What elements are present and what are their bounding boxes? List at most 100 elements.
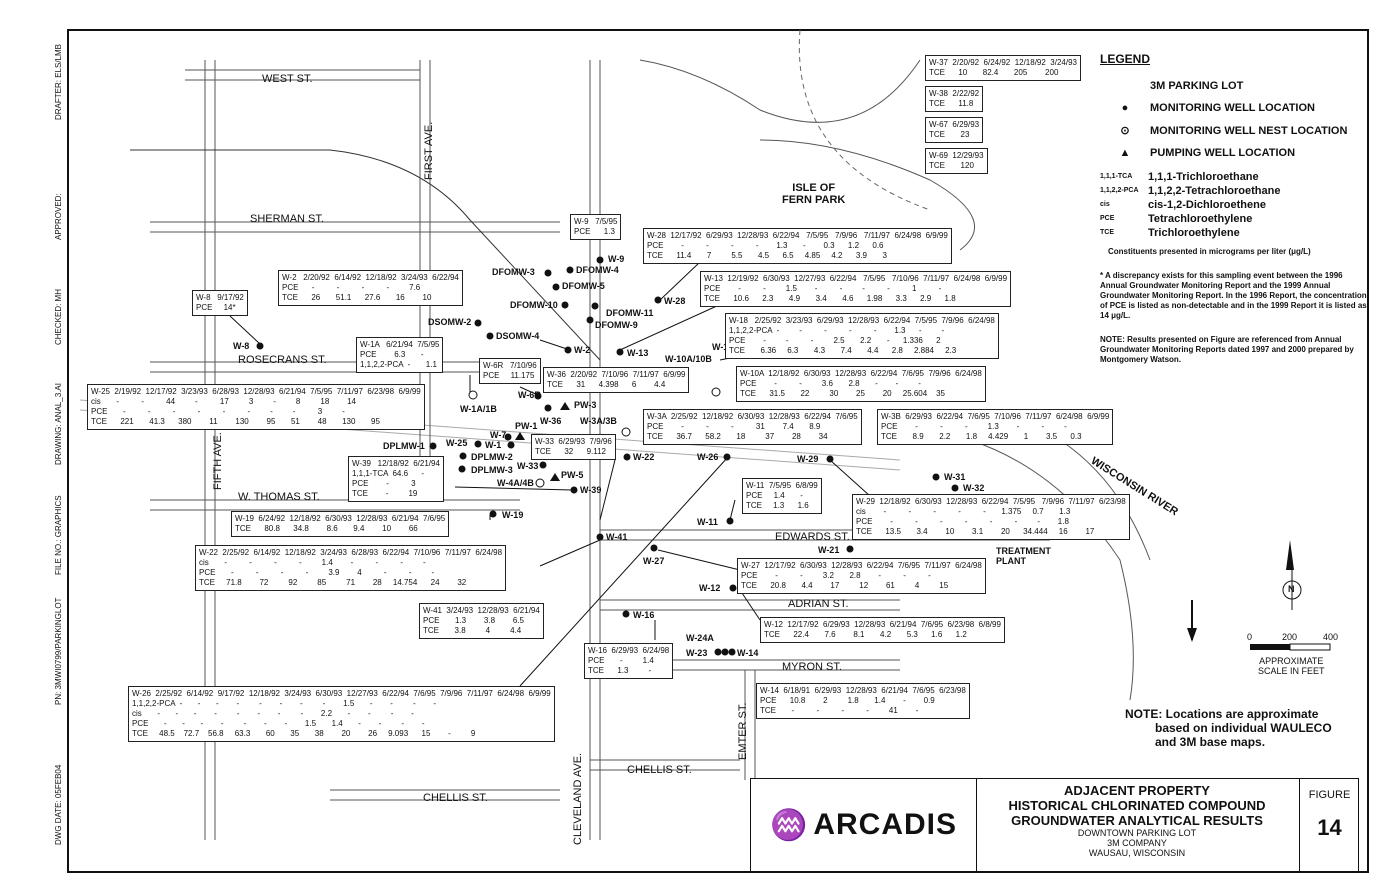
- table-w3a: W-3A 2/25/92 12/18/92 6/30/93 12/28/93 6…: [643, 409, 862, 445]
- well-label: W-1: [485, 440, 502, 450]
- abbrev-value: cis-1,2-Dichloroethene: [1148, 199, 1266, 211]
- table-w33: W-33 6/29/93 7/9/96 TCE 32 9.112: [531, 434, 616, 460]
- table-w1a: W-1A 6/21/94 7/5/95 PCE 6.3 - 1,1,2,2-PC…: [356, 337, 444, 373]
- well-label: W-23: [686, 648, 708, 658]
- street-chellis-2: CHELLIS ST.: [423, 792, 488, 804]
- well-label: W-2: [574, 345, 591, 355]
- scale-400: 400: [1323, 632, 1339, 642]
- table-w3b: W-3B 6/29/93 6/22/94 7/6/95 7/10/96 7/11…: [877, 409, 1114, 445]
- drawing-label: DRAWING: ANAL_3.AI: [54, 383, 63, 465]
- table-w37: W-37 2/20/92 6/24/92 12/18/92 3/24/93 TC…: [925, 55, 1081, 81]
- abbrev-value: 1,1,2,2-Tetrachloroethane: [1148, 185, 1281, 197]
- street-rosecrans: ROSECRANS ST.: [238, 354, 327, 366]
- well-label: W-27: [643, 556, 665, 566]
- legend-pumping-well: PUMPING WELL LOCATION: [1150, 147, 1296, 159]
- table-w14: W-14 6/18/91 6/29/93 12/28/93 6/21/94 7/…: [756, 683, 970, 719]
- well-label: W-14: [737, 648, 759, 658]
- abbrev-value: Tetrachloroethylene: [1148, 213, 1253, 225]
- footnote: * A discrepancy exists for this sampling…: [1100, 271, 1367, 320]
- abbrev-key: 1,1,1-TCA: [1100, 173, 1133, 180]
- location-note: NOTE: Locations are approximate based on…: [1125, 707, 1332, 749]
- abbrev-key: TCE: [1100, 229, 1114, 236]
- well-label: W-41: [606, 532, 628, 542]
- title-line-2: HISTORICAL CHLORINATED COMPOUND: [1008, 798, 1266, 813]
- well-label: DPLMW-2: [471, 452, 513, 462]
- table-w16: W-16 6/29/93 6/24/98 PCE - 1.4 TCE 1.3 -: [584, 643, 674, 679]
- figure-label: FIGURE: [1308, 789, 1351, 801]
- abbrev-key: cis: [1100, 201, 1110, 208]
- table-w9: W-9 7/5/95 PCE 1.3: [570, 214, 622, 240]
- well-label: W-31: [944, 472, 966, 482]
- street-west: WEST ST.: [262, 73, 313, 85]
- well-label: DSOMW-4: [496, 331, 540, 341]
- well-label: DFOMW-4: [576, 265, 619, 275]
- well-label: DFOMW-5: [562, 281, 605, 291]
- table-w19: W-19 6/24/92 12/18/92 6/30/93 12/28/93 6…: [231, 511, 450, 537]
- table-w25: W-25 2/19/92 12/17/92 3/23/93 6/28/93 12…: [87, 384, 425, 430]
- well-label: W-11: [697, 517, 718, 527]
- well-label: PW-5: [561, 470, 584, 480]
- table-w10a: W-10A 12/18/92 6/30/93 12/28/93 6/22/94 …: [736, 366, 986, 402]
- well-nest-icon: ⊙: [1120, 125, 1130, 137]
- figure-number: 14: [1317, 815, 1342, 840]
- well-label: DSOMW-2: [428, 317, 472, 327]
- street-first: FIRST AVE.: [423, 121, 435, 180]
- file-no-label: FILE NO.: GRAPHICS: [54, 495, 63, 575]
- table-w41: W-41 3/24/93 12/28/93 6/21/94 PCE 1.3 3.…: [419, 603, 544, 639]
- title-block: ♒ ARCADIS ADJACENT PROPERTY HISTORICAL C…: [750, 778, 1359, 872]
- legend: LEGEND 3M PARKING LOT ●MONITORING WELL L…: [1100, 52, 1370, 365]
- results-note: NOTE: Results presented on Figure are re…: [1100, 335, 1354, 364]
- table-w67: W-67 6/29/93 TCE 23: [925, 117, 984, 143]
- table-w27: W-27 12/17/92 6/30/93 12/28/93 6/22/94 7…: [737, 558, 986, 594]
- street-w-thomas: W. THOMAS ST.: [238, 491, 320, 503]
- table-w18: W-18 2/25/92 3/23/93 6/29/93 12/28/93 6/…: [725, 313, 999, 359]
- street-sherman: SHERMAN ST.: [250, 213, 324, 225]
- subtitle-1: DOWNTOWN PARKING LOT: [1077, 828, 1197, 838]
- well-label: W-18: [712, 342, 734, 352]
- well-label: W-9: [608, 254, 625, 264]
- units-note: Constituents presented in micrograms per…: [1108, 247, 1311, 256]
- subtitle-2: 3M COMPANY: [1107, 838, 1167, 848]
- well-label: DFOMW-11: [606, 308, 654, 318]
- pn-label: PN: 3MWI0799/PARKINGLOT: [54, 597, 63, 705]
- table-w39: W-39 12/18/92 6/21/94 1,1,1-TCA 64.6 - P…: [348, 456, 444, 502]
- well-label: W-28: [664, 296, 686, 306]
- subtitle-3: WAUSAU, WISCONSIN: [1088, 848, 1186, 858]
- north-label: N: [1288, 584, 1295, 594]
- arcadis-logo: ARCADIS: [813, 808, 958, 841]
- abbrev-key: PCE: [1100, 215, 1115, 222]
- table-w36: W-36 2/20/92 7/10/96 7/11/97 6/9/99 TCE …: [543, 367, 690, 393]
- well-label: W-13: [627, 348, 649, 358]
- well-label: DPLMW-3: [471, 465, 513, 475]
- approved-label: APPROVED:: [54, 193, 63, 240]
- well-label: W-4A/4B: [497, 478, 534, 488]
- legend-monitoring-well: MONITORING WELL LOCATION: [1150, 102, 1315, 114]
- table-w8: W-8 9/17/92 PCE 14*: [192, 290, 248, 316]
- well-label: W-19: [502, 510, 524, 520]
- well-label: W-22: [633, 452, 655, 462]
- drafter-label: DRAFTER: ELS/LMB: [54, 43, 63, 120]
- well-label: W-12: [699, 583, 721, 593]
- pumping-well-icon: ▲: [1119, 147, 1131, 159]
- well-label: W-7: [490, 430, 507, 440]
- street-fifth: FIFTH AVE.: [212, 432, 224, 490]
- well-label: W-39: [580, 485, 602, 495]
- legend-title: LEGEND: [1100, 52, 1151, 66]
- well-label: PW-3: [574, 400, 597, 410]
- well-label: W-10A/10B: [665, 354, 712, 364]
- well-label: W-24A: [686, 633, 714, 643]
- table-w26: W-26 2/25/92 6/14/92 9/17/92 12/18/92 3/…: [128, 686, 555, 742]
- well-label: W-6R: [518, 390, 541, 400]
- well-label: W-21: [818, 545, 840, 555]
- street-emter: EMTER ST.: [737, 702, 749, 760]
- street-chellis-1: CHELLIS ST.: [627, 764, 692, 776]
- well-label: DPLMW-1: [383, 441, 425, 451]
- abbrev-key: 1,1,2,2-PCA: [1100, 187, 1139, 194]
- well-label: W-8: [233, 341, 250, 351]
- well-label: W-33: [517, 461, 539, 471]
- abbrev-value: Trichloroethylene: [1148, 227, 1240, 239]
- street-myron: MYRON ST.: [782, 661, 842, 673]
- table-w38: W-38 2/22/92 TCE 11.8: [925, 86, 984, 112]
- well-label: W-36: [540, 416, 562, 426]
- well-label: W-29: [797, 454, 819, 464]
